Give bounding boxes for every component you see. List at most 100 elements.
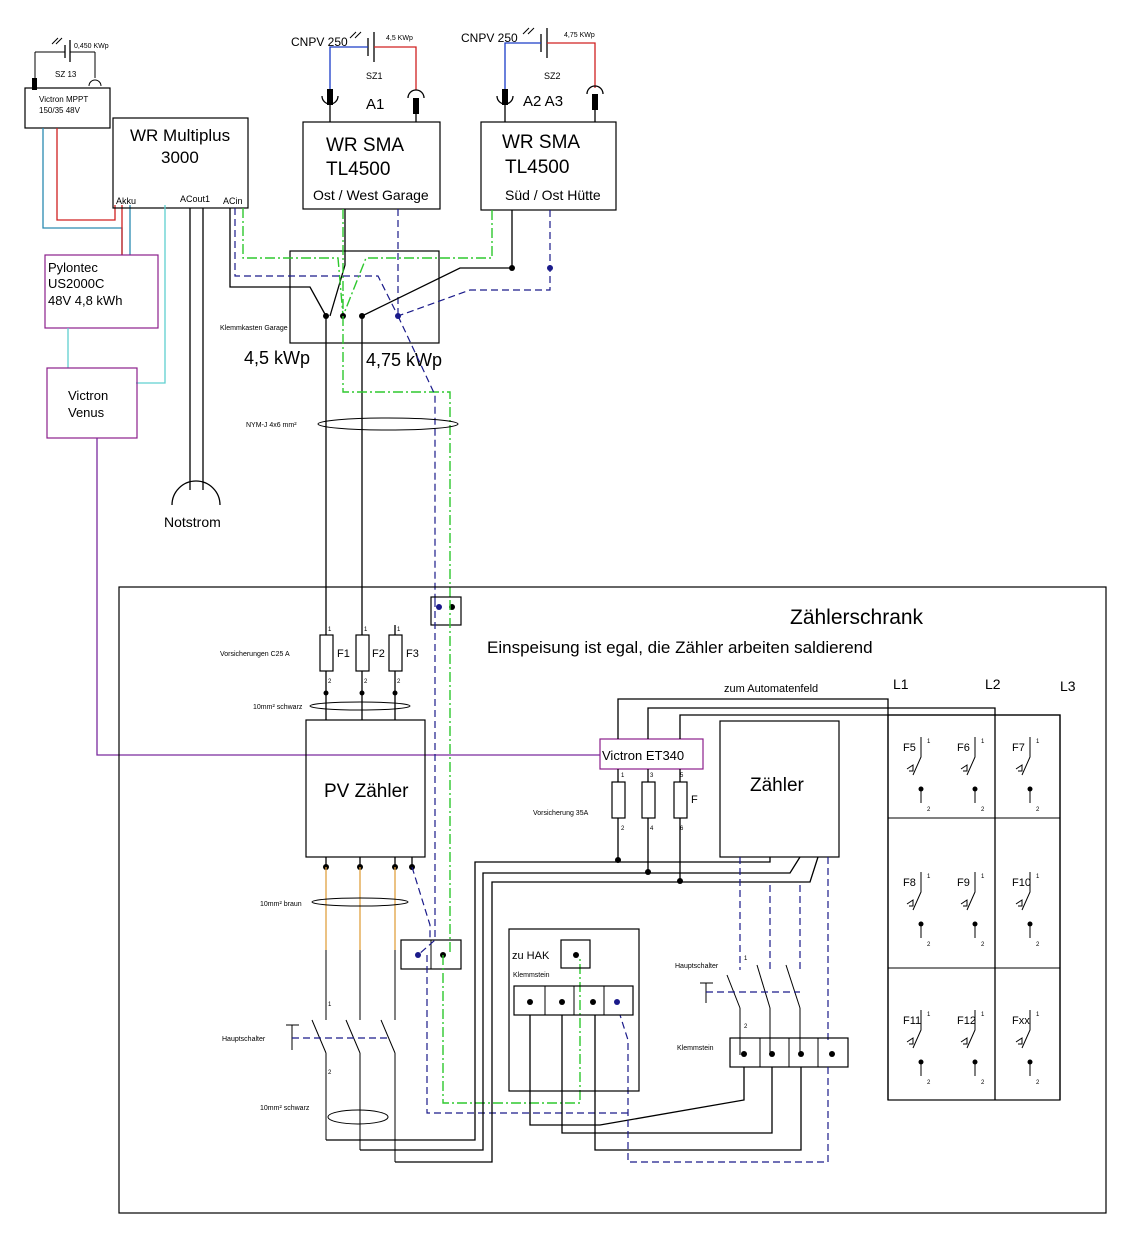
sma1-label-2: TL4500 xyxy=(326,159,390,180)
zaehlerschrank-title: Zählerschrank xyxy=(790,606,924,629)
venus-label-1: Victron xyxy=(68,388,108,403)
breaker-terminal-dot xyxy=(918,1059,924,1065)
pv-zaehler-box xyxy=(305,719,426,858)
fuse-f2: 1 2 F2 xyxy=(355,627,385,685)
breaker-term-1: 1 xyxy=(1036,739,1040,745)
sma1-label-3: Ost / West Garage xyxy=(313,187,429,203)
f3-label: F3 xyxy=(406,648,419,660)
hak-terminal xyxy=(560,939,591,969)
breaker-term-2: 2 xyxy=(1036,942,1040,948)
breaker-label: Fxx xyxy=(1012,1015,1030,1027)
breaker-label: F12 xyxy=(957,1015,976,1027)
victron-et340-box xyxy=(599,738,704,770)
l3-label: L3 xyxy=(1060,678,1076,694)
einspeisung-note: Einspeisung ist egal, die Zähler arbeite… xyxy=(487,638,873,657)
breaker-term-2: 2 xyxy=(981,942,985,948)
mppt-label-2: 150/35 48V xyxy=(39,106,81,115)
wr-sma-1-box xyxy=(302,121,441,210)
cable-10-braun-label: 10mm² braun xyxy=(260,901,302,908)
breaker-term-1: 1 xyxy=(927,874,931,880)
multiplus-label-2: 3000 xyxy=(161,148,199,167)
breaker-term-1: 1 xyxy=(927,1012,931,1018)
breaker-term-1: 1 xyxy=(981,874,985,880)
sz13-power-label: 0,450 KWp xyxy=(74,43,109,50)
fuse-f3-term-1: 1 xyxy=(397,627,401,633)
breaker-terminal-dot xyxy=(1027,1059,1033,1065)
pylontec-label-2: US2000C xyxy=(48,276,104,291)
hs-right-term-1: 1 xyxy=(744,956,748,962)
sz1-power-label: 4,5 KWp xyxy=(386,35,413,42)
breaker-terminal-dot xyxy=(972,1059,978,1065)
victron-mppt-box xyxy=(24,87,111,129)
fuse-f3: 1 2 F3 xyxy=(388,627,419,685)
breaker-term-1: 1 xyxy=(981,1012,985,1018)
solar-string-sz1: CNPV 250 4,5 KWp SZ1 A1 xyxy=(291,31,425,114)
cable-10-schwarz-bottom-label: 10mm² schwarz xyxy=(260,1105,310,1112)
pv-zaehler-label: PV Zähler xyxy=(324,781,409,802)
mppt-label-1: Victron MPPT xyxy=(39,95,88,104)
kwp-45-label: 4,5 kWp xyxy=(244,348,310,368)
breaker-f8: F8 1 2 xyxy=(903,872,931,948)
sma2-label-2: TL4500 xyxy=(505,157,569,178)
breaker-label: F11 xyxy=(903,1015,921,1027)
vorsicherungen-label: Vorsicherungen C25 A xyxy=(220,651,290,658)
pylontec-label-3: 48V 4,8 kWh xyxy=(48,293,122,308)
f1-label: F1 xyxy=(337,648,350,660)
breaker-term-2: 2 xyxy=(927,1080,931,1086)
sz2-label: SZ2 xyxy=(544,71,561,81)
zaehlerschrank-frame xyxy=(118,586,1107,1214)
breaker-term-2: 2 xyxy=(927,942,931,948)
a2a3-label: A2 A3 xyxy=(523,93,563,110)
breaker-terminal-dot xyxy=(972,786,978,792)
breaker-term-1: 1 xyxy=(1036,874,1040,880)
breaker-terminal-dot xyxy=(1027,921,1033,927)
multiplus-label-1: WR Multiplus xyxy=(130,126,230,145)
breaker-term-2: 2 xyxy=(927,807,931,813)
breaker-terminal-dot xyxy=(1027,786,1033,792)
solar-string-sz2: CNPV 250 4,75 KWp SZ2 A2 A3 xyxy=(461,27,604,110)
kwp-475-label: 4,75 kWp xyxy=(366,350,442,370)
solar-module-sz13: 0,450 KWp SZ 13 xyxy=(32,37,109,90)
breaker-label: F10 xyxy=(1012,877,1031,889)
sma2-label-1: WR SMA xyxy=(502,132,580,153)
breaker-terminal-dot xyxy=(918,786,924,792)
breaker-term-2: 2 xyxy=(1036,1080,1040,1086)
hauptschalter-right-label: Hauptschalter xyxy=(675,963,719,970)
zaehler-box xyxy=(719,720,840,858)
f2-label: F2 xyxy=(372,648,385,660)
cnpv-2-label: CNPV 250 xyxy=(461,31,518,45)
fuse35-term-1: 1 xyxy=(621,773,625,779)
zaehler-label: Zähler xyxy=(750,775,805,796)
fuse35-term-3: 3 xyxy=(650,773,654,779)
fuse-f2-term-2: 2 xyxy=(364,679,368,685)
breaker-label: F8 xyxy=(903,877,916,889)
nym-cable-marker xyxy=(317,417,459,431)
breaker-term-2: 2 xyxy=(981,1080,985,1086)
fuse-f1-term-1: 1 xyxy=(328,627,332,633)
hak-box xyxy=(508,928,640,1092)
breaker-label: F5 xyxy=(903,742,916,754)
l2-label: L2 xyxy=(985,676,1001,692)
breaker-term-2: 2 xyxy=(981,807,985,813)
cnpv-1-label: CNPV 250 xyxy=(291,35,348,49)
breaker-f11: F11 1 2 xyxy=(903,1010,931,1086)
klemmstein-right-label: Klemmstein xyxy=(677,1045,714,1052)
venus-label-2: Venus xyxy=(68,405,105,420)
hs-right-term-2: 2 xyxy=(744,1024,748,1030)
breaker-label: F9 xyxy=(957,877,970,889)
pe-n-terminal-top xyxy=(430,596,462,626)
f-label: F xyxy=(691,794,698,806)
a1-label: A1 xyxy=(366,96,384,113)
sma2-label-3: Süd / Ost Hütte xyxy=(505,187,601,203)
nym-label: NYM-J 4x6 mm² xyxy=(246,422,297,429)
wr-sma-2-box xyxy=(480,121,617,211)
breaker-label: F6 xyxy=(957,742,970,754)
hs-left-term-1: 1 xyxy=(328,1002,332,1008)
hs-left-term-2: 2 xyxy=(328,1070,332,1076)
